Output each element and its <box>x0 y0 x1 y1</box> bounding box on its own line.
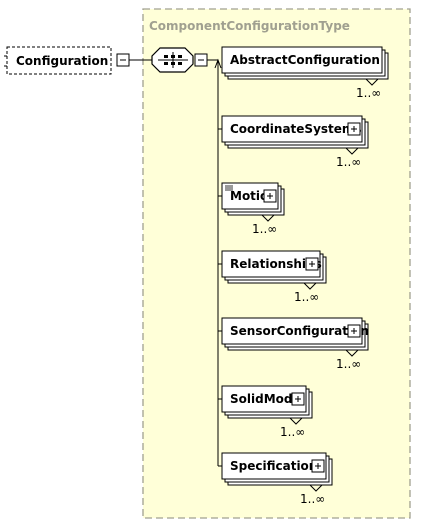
motion-multiplicity: 1..∞ <box>252 222 277 236</box>
sensor-configuration-element-box[interactable] <box>221 317 363 345</box>
trunk-arrow-icon <box>214 58 222 69</box>
relationships-label: Relationships <box>230 257 322 271</box>
specifications-multiplicity: 1..∞ <box>300 492 325 506</box>
abstract-configuration-element-box[interactable] <box>221 46 383 74</box>
root-element-label: Configuration <box>16 54 108 68</box>
coordinate-systems-label: CoordinateSystems <box>230 122 362 136</box>
solid-model-label: SolidModel <box>230 392 305 406</box>
sensor-configuration-multiplicity-marker <box>345 349 359 357</box>
sensor-configuration-label: SensorConfiguration <box>230 324 369 338</box>
abstract-configuration-label: AbstractConfiguration <box>230 53 380 67</box>
relationships-multiplicity: 1..∞ <box>294 290 319 304</box>
coordinate-systems-multiplicity: 1..∞ <box>336 155 361 169</box>
coordinate-systems-multiplicity-marker <box>345 147 359 155</box>
solid-model-multiplicity: 1..∞ <box>280 425 305 439</box>
sequence-dot-4 <box>164 62 168 65</box>
root-element-box[interactable] <box>6 46 112 75</box>
abstract-configuration-multiplicity: 1..∞ <box>356 86 381 100</box>
solid-model-multiplicity-marker <box>289 417 303 425</box>
specifications-label: Specifications <box>230 459 324 473</box>
relationships-element-box[interactable] <box>221 250 321 278</box>
sequence-dot-6 <box>178 62 182 65</box>
sensor-configuration-multiplicity: 1..∞ <box>336 357 361 371</box>
child-elements: AbstractConfiguration 1..∞ CoordinateSyste… <box>214 46 389 506</box>
relationships-multiplicity-marker <box>303 282 317 290</box>
coordinate-systems-element-box[interactable] <box>221 115 363 143</box>
type-label: ComponentConfigurationType <box>149 19 350 33</box>
sequence-dot-1 <box>164 55 168 58</box>
specifications-multiplicity-marker <box>309 484 323 492</box>
specifications-element-box[interactable] <box>221 452 327 480</box>
abstract-configuration-multiplicity-marker <box>365 78 379 86</box>
sequence-dot-3 <box>178 55 182 58</box>
motion-multiplicity-marker <box>261 214 275 222</box>
solid-model-element-box[interactable] <box>221 385 307 413</box>
